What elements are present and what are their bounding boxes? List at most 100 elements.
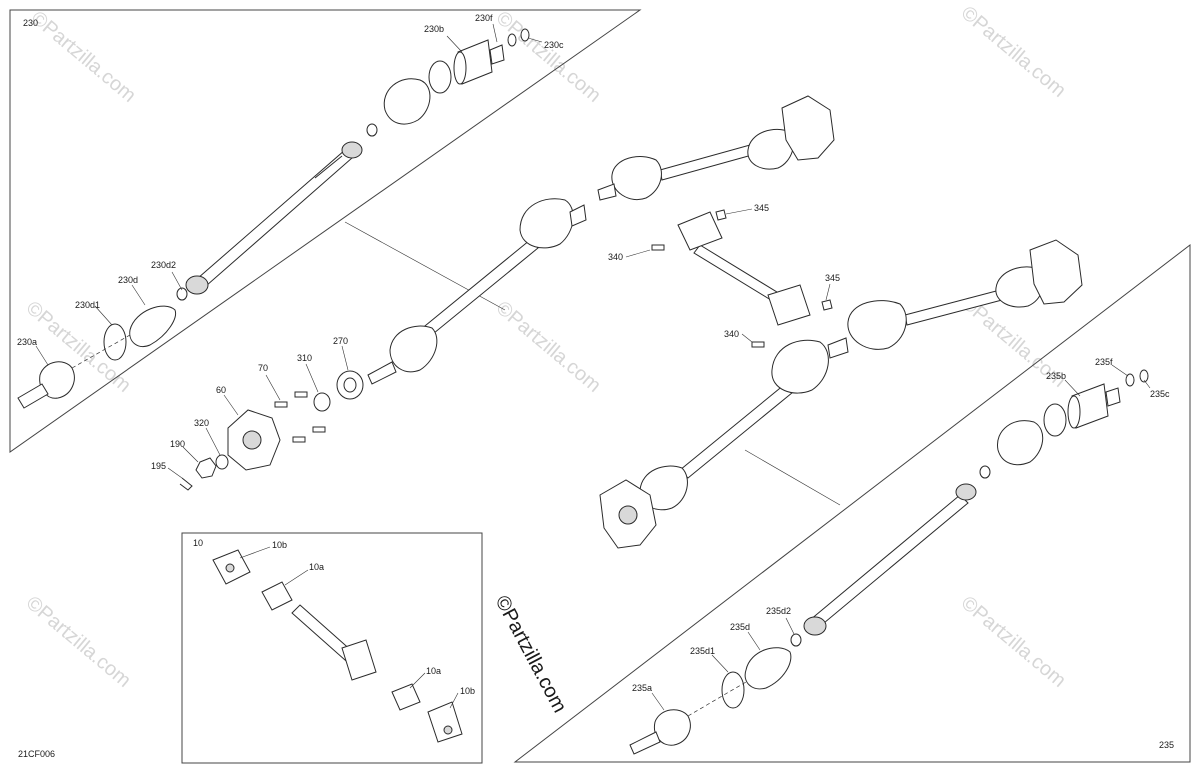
label-assembly-235[interactable]: 235 xyxy=(1159,740,1174,750)
upper-right-cv-inner[interactable] xyxy=(611,156,662,200)
label-235f[interactable]: 235f xyxy=(1095,357,1113,367)
stub-235b[interactable] xyxy=(1105,387,1121,407)
yoke-10-lower[interactable] xyxy=(341,639,377,681)
leader-line xyxy=(1143,379,1151,389)
watermark-text: ©Partzilla.com xyxy=(492,7,605,107)
leader-line xyxy=(741,333,753,343)
bolt-70[interactable] xyxy=(292,436,306,443)
tripod-235-lower[interactable] xyxy=(803,616,827,636)
label-235d2[interactable]: 235d2 xyxy=(766,606,791,616)
leader-line xyxy=(527,37,543,43)
label-230b[interactable]: 230b xyxy=(424,24,444,34)
boot-235d[interactable] xyxy=(744,647,792,690)
nut-345[interactable] xyxy=(715,209,727,221)
label-10b-bottom[interactable]: 10b xyxy=(460,686,475,696)
prop-yoke-upper[interactable] xyxy=(677,211,723,251)
central-stub-lower[interactable] xyxy=(367,361,397,385)
label-345-top[interactable]: 345 xyxy=(754,203,769,213)
bolt-340-lower[interactable] xyxy=(751,341,765,348)
label-235c[interactable]: 235c xyxy=(1150,389,1170,399)
label-230d2[interactable]: 230d2 xyxy=(151,260,176,270)
bolt-340[interactable] xyxy=(651,244,665,251)
lower-right-cv-lower-boot[interactable] xyxy=(771,339,829,394)
label-230d[interactable]: 230d xyxy=(118,275,138,285)
clip-230c[interactable] xyxy=(520,28,530,42)
label-230d1[interactable]: 230d1 xyxy=(75,300,100,310)
upper-right-shaft-bar[interactable] xyxy=(659,144,753,181)
label-190[interactable]: 190 xyxy=(170,439,185,449)
clip-230f[interactable] xyxy=(507,33,517,47)
yoke-10b-upper-bore xyxy=(225,563,235,573)
cross-10a-upper[interactable] xyxy=(261,581,293,611)
label-230c[interactable]: 230c xyxy=(544,40,564,50)
bolt-70[interactable] xyxy=(312,426,326,433)
label-10a-bottom[interactable]: 10a xyxy=(426,666,441,676)
label-assembly-10[interactable]: 10 xyxy=(193,538,203,548)
clamp-upper-235[interactable] xyxy=(979,465,991,479)
label-230a[interactable]: 230a xyxy=(17,337,37,347)
prop-yoke-lower[interactable] xyxy=(767,284,811,326)
clip-235c[interactable] xyxy=(1139,369,1149,383)
central-stub[interactable] xyxy=(569,204,587,227)
boot-upper-230[interactable] xyxy=(383,78,431,125)
tripod-230[interactable] xyxy=(341,141,363,159)
clamp-230d2[interactable] xyxy=(176,287,188,301)
upper-right-stub[interactable] xyxy=(597,183,617,201)
ring-230d1[interactable] xyxy=(103,323,127,361)
stub-shaft-235a[interactable] xyxy=(629,731,661,755)
ring-upper-230[interactable] xyxy=(428,60,452,94)
lower-right-cv-upper[interactable] xyxy=(847,300,907,350)
yoke-10b-lower[interactable] xyxy=(427,701,463,743)
nut-345-lower[interactable] xyxy=(821,299,833,311)
lower-right-stub[interactable] xyxy=(827,337,849,359)
shaft-235[interactable] xyxy=(809,494,969,629)
label-310[interactable]: 310 xyxy=(297,353,312,363)
clip-235f[interactable] xyxy=(1125,373,1135,387)
clamp-upper[interactable] xyxy=(366,123,378,137)
clamp-235d2[interactable] xyxy=(790,633,802,647)
bolt-70[interactable] xyxy=(274,401,288,408)
label-10b-top[interactable]: 10b xyxy=(272,540,287,550)
label-235a[interactable]: 235a xyxy=(632,683,652,693)
label-assembly-230[interactable]: 230 xyxy=(23,18,38,28)
tripod-230-lower[interactable] xyxy=(185,275,209,295)
bolt-70[interactable] xyxy=(294,391,308,398)
label-230f[interactable]: 230f xyxy=(475,13,493,23)
cotter-pin-195[interactable] xyxy=(179,477,193,491)
lower-right-knuckle-upper[interactable] xyxy=(1029,239,1083,305)
lower-right-knuckle-lower-hub xyxy=(618,505,638,525)
boot-upper-235[interactable] xyxy=(997,420,1044,466)
upper-right-knuckle[interactable] xyxy=(781,95,835,161)
label-340-top[interactable]: 340 xyxy=(608,252,623,262)
ring-upper-235[interactable] xyxy=(1043,403,1067,437)
label-70[interactable]: 70 xyxy=(258,363,268,373)
cv-joint-235a[interactable] xyxy=(653,709,691,746)
label-270[interactable]: 270 xyxy=(333,336,348,346)
label-320[interactable]: 320 xyxy=(194,418,209,428)
central-boot-lower[interactable] xyxy=(389,325,438,373)
label-195[interactable]: 195 xyxy=(151,461,166,471)
central-boot-upper[interactable] xyxy=(519,198,574,249)
label-60[interactable]: 60 xyxy=(216,385,226,395)
lower-right-shaft xyxy=(599,239,1083,549)
label-345-bottom[interactable]: 345 xyxy=(825,273,840,283)
label-235d[interactable]: 235d xyxy=(730,622,750,632)
label-235b[interactable]: 235b xyxy=(1046,371,1066,381)
label-10a-top[interactable]: 10a xyxy=(309,562,324,572)
washer-320[interactable] xyxy=(215,454,229,470)
cross-10a-lower[interactable] xyxy=(391,683,421,711)
upper-right-boot[interactable] xyxy=(747,128,794,170)
leader-line xyxy=(341,345,349,371)
shaft-230[interactable] xyxy=(189,149,353,294)
stub-shaft-230a[interactable] xyxy=(17,383,49,409)
stub-230b[interactable] xyxy=(489,44,505,65)
boot-230d[interactable] xyxy=(129,305,177,347)
lower-right-shaft-bar[interactable] xyxy=(679,379,799,479)
tripod-235[interactable] xyxy=(955,483,977,501)
leader-line xyxy=(409,672,426,689)
nut-190[interactable] xyxy=(195,457,217,479)
label-340-bottom[interactable]: 340 xyxy=(724,329,739,339)
yoke-10b-lower-bore xyxy=(443,725,453,735)
label-235d1[interactable]: 235d1 xyxy=(690,646,715,656)
ring-310[interactable] xyxy=(313,392,331,412)
